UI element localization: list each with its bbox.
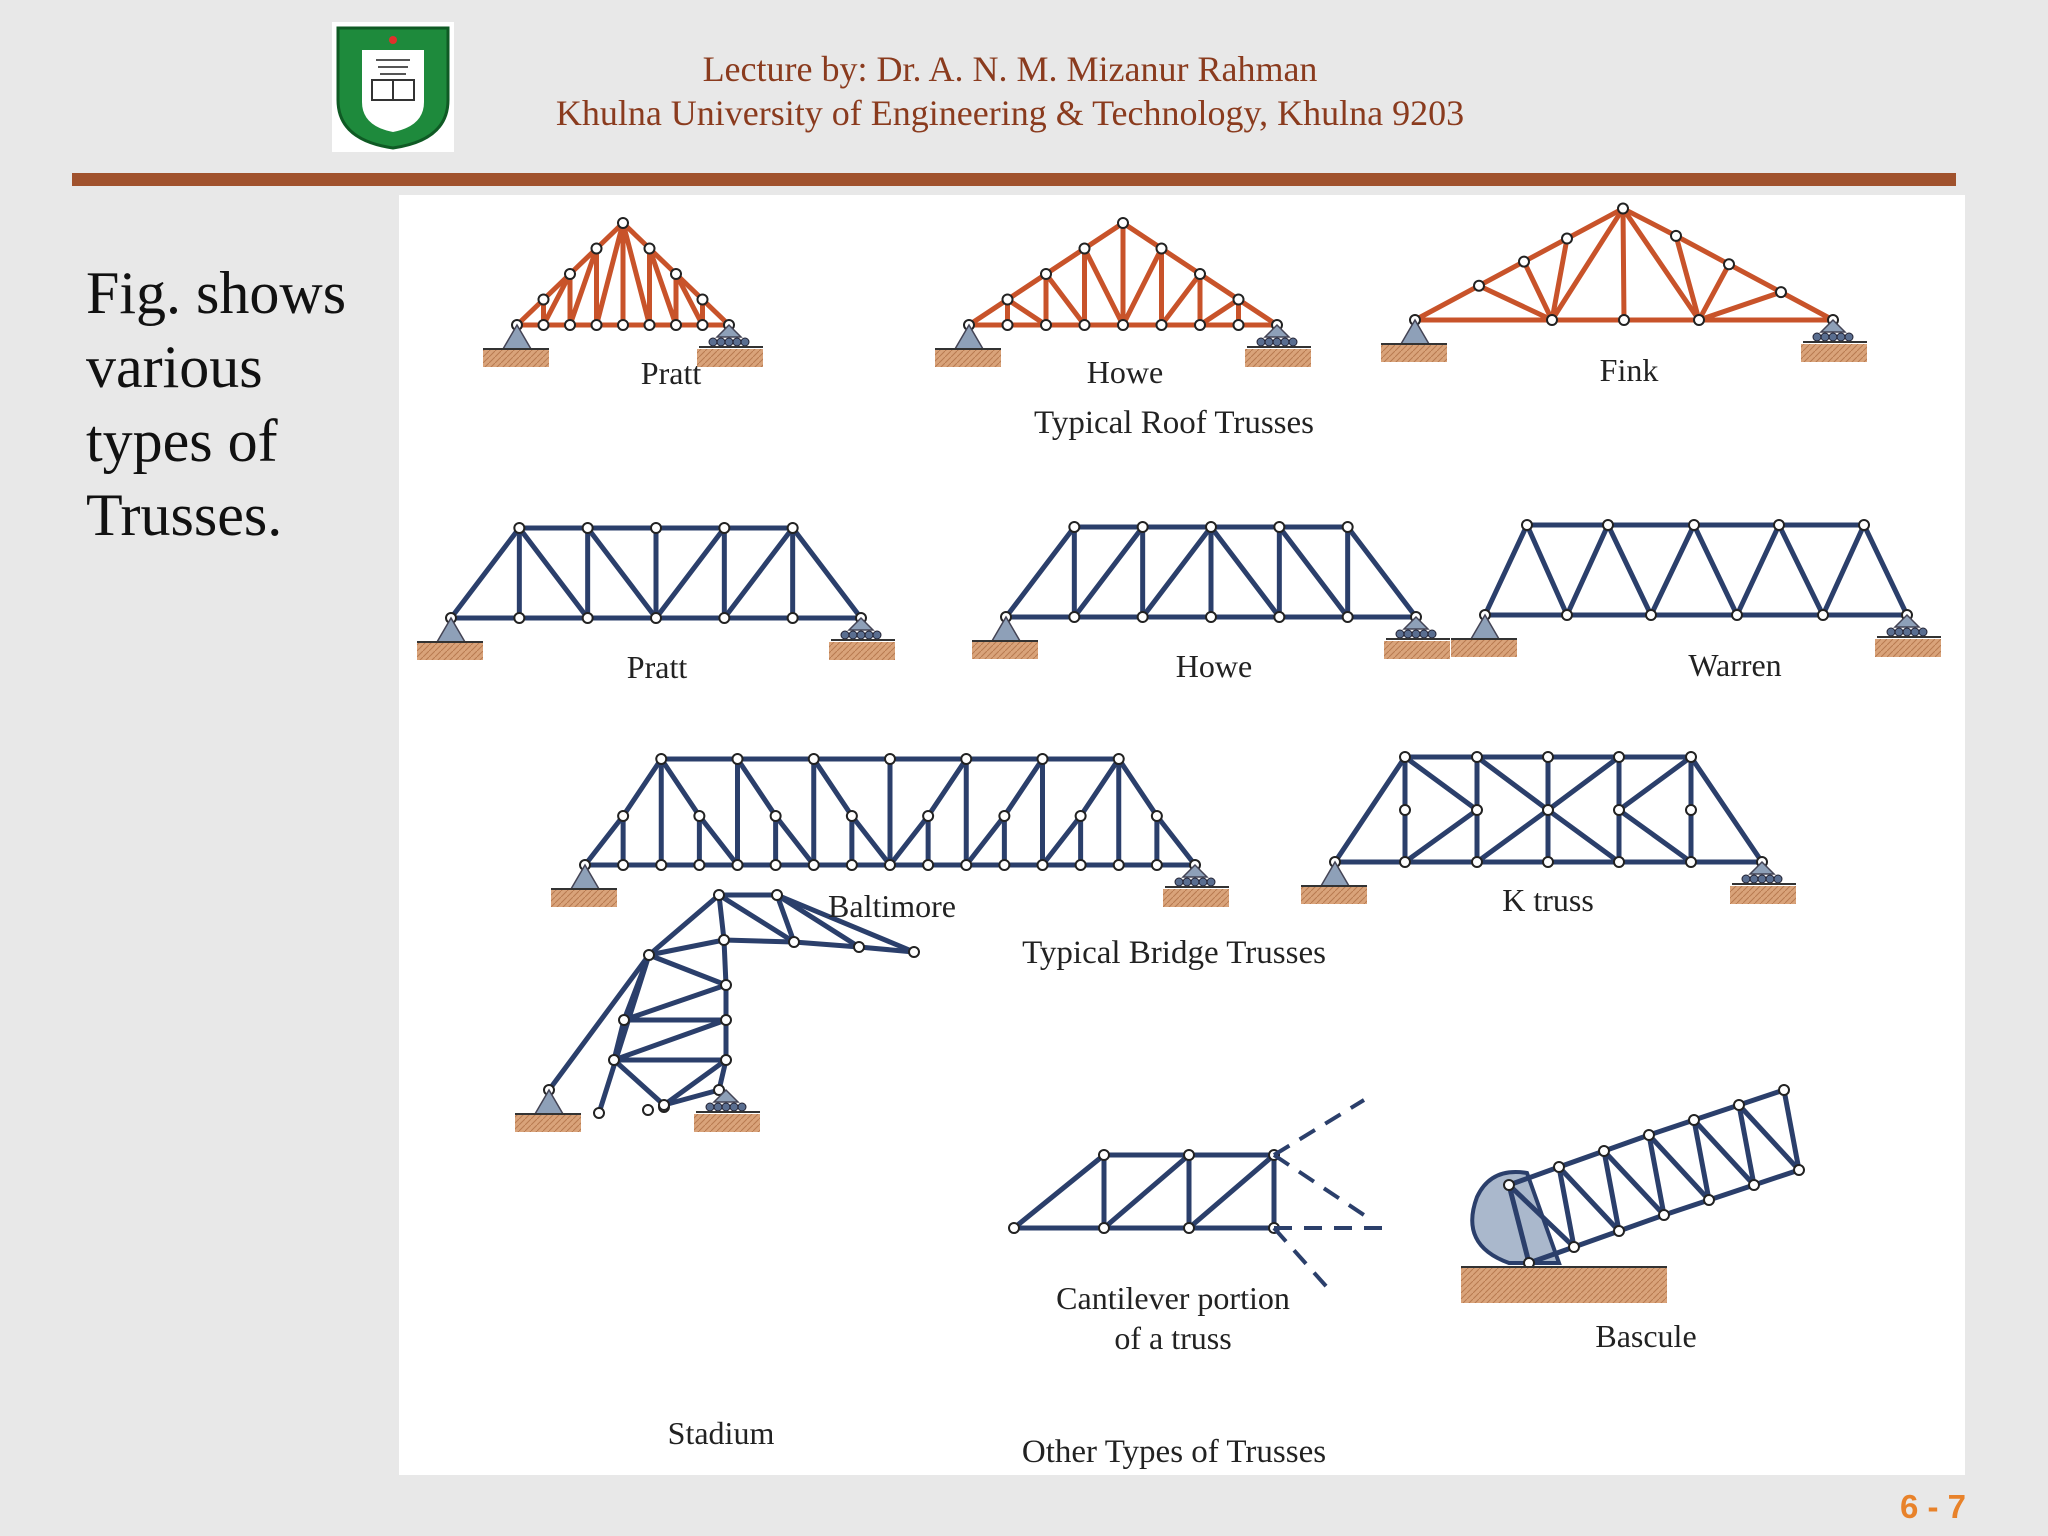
header-divider <box>72 173 1956 186</box>
bridge-warren-label: Warren <box>1688 647 1781 683</box>
roof-pratt-truss <box>511 217 735 331</box>
truss-figure: Pratt Howe Fink Typical Roof Trusses Pra… <box>399 195 1965 1475</box>
roof-fink-roller-support <box>1801 318 1867 362</box>
stadium-truss <box>543 889 920 1119</box>
bridge-baltimore-label: Baltimore <box>828 888 956 924</box>
cantilever-truss <box>1008 1098 1389 1297</box>
bridge-baltimore-roller-support <box>1163 863 1229 907</box>
truss-diagrams: Pratt Howe Fink Typical Roof Trusses Pra… <box>417 202 1941 1470</box>
bridge-howe-truss-roller-support <box>1384 615 1450 659</box>
page-number: 6 - 7 <box>1899 1488 1966 1525</box>
bascule-label: Bascule <box>1595 1318 1696 1354</box>
bridge-warren-truss <box>1479 519 1913 621</box>
stadium-roller-support <box>694 1088 760 1132</box>
bascule-truss <box>1461 1084 1805 1303</box>
bridge-pratt-truss <box>445 522 867 624</box>
stadium-label: Stadium <box>668 1415 775 1451</box>
bridge-ktruss-label: K truss <box>1502 882 1594 918</box>
bridge-k-truss-roller-support <box>1730 860 1796 904</box>
bridge-baltimore-truss <box>579 753 1201 871</box>
bridge-howe-label: Howe <box>1176 648 1252 684</box>
other-group-title: Other Types of Trusses <box>1022 1434 1326 1470</box>
roof-group-title: Typical Roof Trusses <box>1034 405 1314 441</box>
bridge-k-truss-pin-support <box>1301 860 1367 904</box>
roof-howe-truss-roller-support <box>1245 323 1311 367</box>
bridge-pratt-truss-roller-support <box>829 616 895 660</box>
roof-pratt-truss-roller-support <box>697 323 763 367</box>
bridge-howe-truss-pin-support <box>972 615 1038 659</box>
lecturer-line: Lecture by: Dr. A. N. M. Mizanur Rahman <box>702 49 1318 89</box>
bridge-k-truss <box>1329 751 1768 868</box>
bridge-howe-truss <box>1000 521 1422 623</box>
bridge-baltimore-pin-support <box>551 863 617 907</box>
roof-howe-truss <box>963 217 1283 331</box>
university-line: Khulna University of Engineering & Techn… <box>555 93 1465 133</box>
bridge-warren-roller-support <box>1875 613 1941 657</box>
bridge-group-title: Typical Bridge Trusses <box>1022 935 1326 971</box>
bridge-pratt-truss-pin-support <box>417 616 483 660</box>
university-logo <box>332 22 454 152</box>
roof-howe-truss-pin-support <box>935 323 1001 367</box>
bridge-pratt-label: Pratt <box>627 649 688 685</box>
roof-pratt-label: Pratt <box>641 355 702 391</box>
roof-fink-pin-support <box>1381 318 1447 362</box>
bridge-warren-pin-support <box>1451 613 1517 657</box>
slide-caption: Fig. shows various types of Trusses. <box>86 260 347 548</box>
cantilever-label-line2: of a truss <box>1114 1320 1231 1356</box>
stadium-pin-support <box>515 1088 581 1132</box>
roof-howe-label: Howe <box>1087 354 1163 390</box>
cantilever-label-line1: Cantilever portion <box>1056 1280 1290 1316</box>
roof-fink-truss <box>1409 202 1839 326</box>
roof-fink-label: Fink <box>1600 352 1659 388</box>
roof-pratt-truss-pin-support <box>483 323 549 367</box>
